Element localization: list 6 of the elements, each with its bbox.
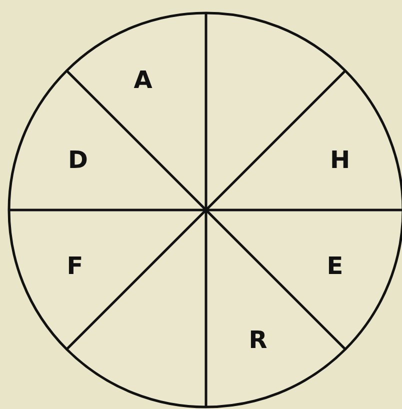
sector-letter: F xyxy=(66,254,84,278)
sector-letter: A xyxy=(134,68,152,92)
sector-letter: H xyxy=(330,148,350,172)
sector-letter: D xyxy=(68,148,88,172)
sector-letter: E xyxy=(326,254,344,278)
sector-letter: R xyxy=(248,328,268,352)
